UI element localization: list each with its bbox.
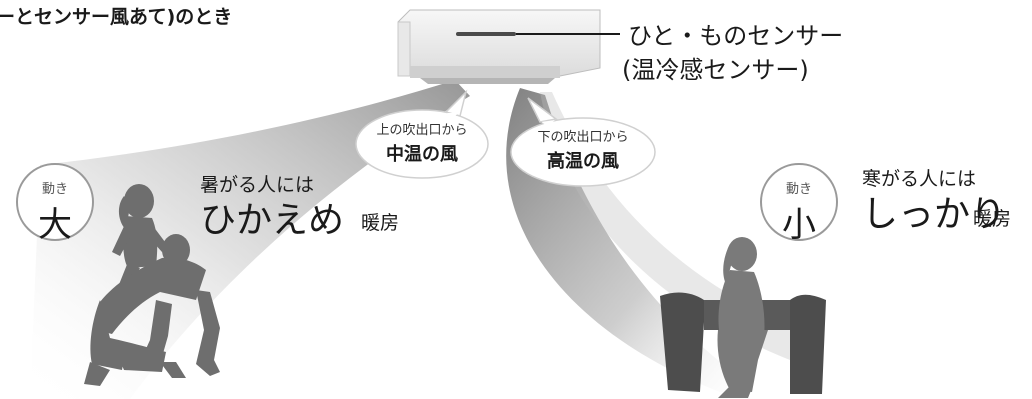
page-title: ーとセンサー風あて)のとき [0,6,233,28]
cold-person-main: しっかり [862,194,1007,235]
resting-person-silhouette [660,237,826,398]
motion-badge-label: 動き [41,182,68,197]
motion-badge-small: 動き 小 [760,163,838,245]
bubble-upper-outlet [355,89,489,179]
motion-badge-value: 大 [38,205,72,245]
airflow-left [30,80,470,399]
cold-person-sub: 暖房 [973,208,1012,230]
active-people-silhouette [84,184,220,386]
hot-person-sub: 暖房 [361,212,400,234]
lower-outlet-wind-label: 高温の風 [547,151,619,172]
bubble-lower-outlet [510,97,656,187]
airflow-right-edge [540,92,800,360]
cold-person-lead: 寒がる人には [862,168,977,190]
sensor-label: ひと・ものセンサー [628,22,844,50]
motion-badge-label: 動き [785,182,812,197]
hot-person-lead: 暑がる人には [200,174,315,196]
upper-outlet-label: 上の吹出口から [376,123,468,138]
sensor-sublabel: (温冷感センサー) [622,56,809,84]
lower-outlet-label: 下の吹出口から [537,130,629,145]
motion-badge-large: 動き 大 [16,163,94,245]
hot-person-main: ひかえめ [200,200,345,241]
upper-outlet-wind-label: 中温の風 [386,144,458,165]
sensor-window [456,32,516,36]
air-conditioner [397,9,601,84]
motion-badge-value: 小 [782,205,816,245]
